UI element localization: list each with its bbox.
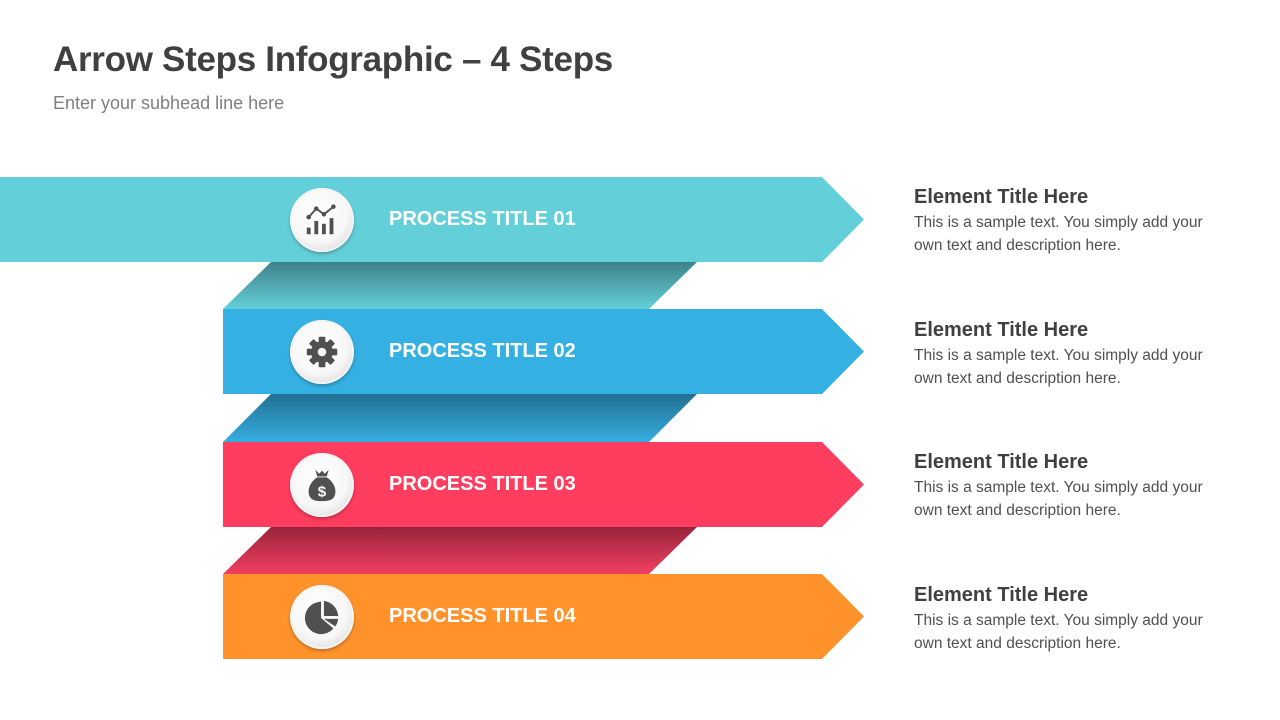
step-4-description: Element Title Here This is a sample text… xyxy=(914,583,1244,655)
step-2-label: PROCESS TITLE 02 xyxy=(389,340,576,362)
step-4-label: PROCESS TITLE 04 xyxy=(389,605,576,627)
element-title: Element Title Here xyxy=(914,186,1089,208)
connector-band-2-3 xyxy=(223,394,697,442)
step-1-description: Element Title Here This is a sample text… xyxy=(914,185,1244,257)
money-bag-icon: $ xyxy=(308,469,336,502)
element-text: This is a sample text. You simply add yo… xyxy=(914,479,1203,519)
pie-chart-icon xyxy=(304,600,339,635)
connector-band-3-4 xyxy=(223,527,697,574)
element-text: This is a sample text. You simply add yo… xyxy=(914,612,1203,652)
element-title: Element Title Here xyxy=(914,319,1089,341)
step-4-badge xyxy=(290,585,354,649)
gear-icon xyxy=(306,336,338,368)
arrow-step-2 xyxy=(223,309,864,394)
chart-icon xyxy=(306,204,336,235)
svg-text:$: $ xyxy=(318,483,327,500)
step-3-badge: $ xyxy=(290,453,354,517)
step-3-description: Element Title Here This is a sample text… xyxy=(914,450,1244,522)
step-2-description: Element Title Here This is a sample text… xyxy=(914,318,1244,390)
element-text: This is a sample text. You simply add yo… xyxy=(914,347,1203,387)
step-1-badge xyxy=(290,188,354,252)
arrow-step-4 xyxy=(223,574,864,659)
connector-band-1-2 xyxy=(223,262,697,309)
arrow-step-3 xyxy=(223,442,864,527)
step-3-label: PROCESS TITLE 03 xyxy=(389,473,576,495)
step-1-label: PROCESS TITLE 01 xyxy=(389,208,576,230)
page-subtitle: Enter your subhead line here xyxy=(53,93,285,113)
element-title: Element Title Here xyxy=(914,584,1089,606)
arrow-step-1 xyxy=(0,177,864,262)
step-2-badge xyxy=(290,320,354,384)
element-title: Element Title Here xyxy=(914,451,1089,473)
element-text: This is a sample text. You simply add yo… xyxy=(914,214,1203,254)
page-title: Arrow Steps Infographic – 4 Steps xyxy=(53,40,613,79)
